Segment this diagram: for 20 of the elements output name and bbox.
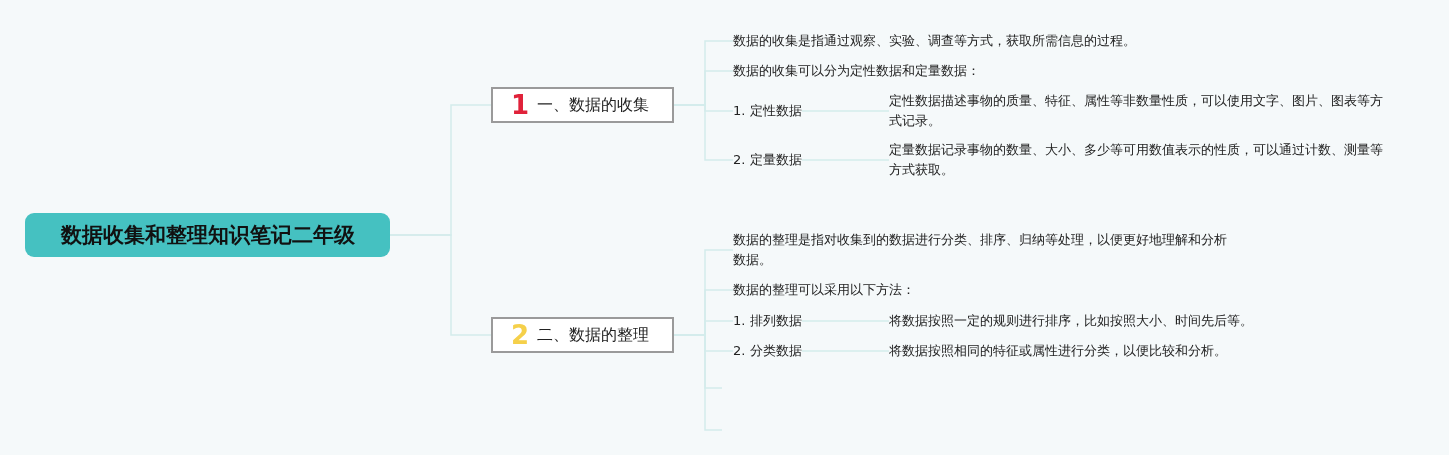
note-text: 数据的收集可以分为定性数据和定量数据： [733,61,980,81]
note-text: 将数据按照相同的特征或属性进行分类，以便比较和分析。 [889,341,1227,361]
note-text: 数据的整理可以采用以下方法： [733,280,915,300]
note-text: 定量数据记录事物的数量、大小、多少等可用数值表示的性质，可以通过计数、测量等方式获取。 [889,140,1394,180]
root-topic: 数据收集和整理知识笔记二年级 [25,213,390,257]
note-text: 2. 定量数据 [733,150,802,170]
topic-box [491,317,674,353]
connector [389,234,492,336]
topic-box [491,87,674,123]
topic-label: 一、数据的收集 [537,95,650,115]
note-text: 定性数据描述事物的质量、特征、属性等非数量性质，可以使用文字、图片、图表等方式记录。 [889,91,1394,131]
note-text: 1. 排列数据 [733,311,802,331]
note-text: 数据的收集是指通过观察、实验、调查等方式，获取所需信息的过程。 [733,31,1136,51]
note-text: 数据的整理是指对收集到的数据进行分类、排序、归纳等处理，以便更好地理解和分析数据。 [733,230,1233,270]
number-marker: 2 [511,325,530,345]
number-marker: 1 [511,95,530,115]
note-text: 将数据按照一定的规则进行排序，比如按照大小、时间先后等。 [889,311,1253,331]
note-text: 1. 定性数据 [733,101,802,121]
note-text: 2. 分类数据 [733,341,802,361]
topic-label: 二、数据的整理 [537,325,650,345]
